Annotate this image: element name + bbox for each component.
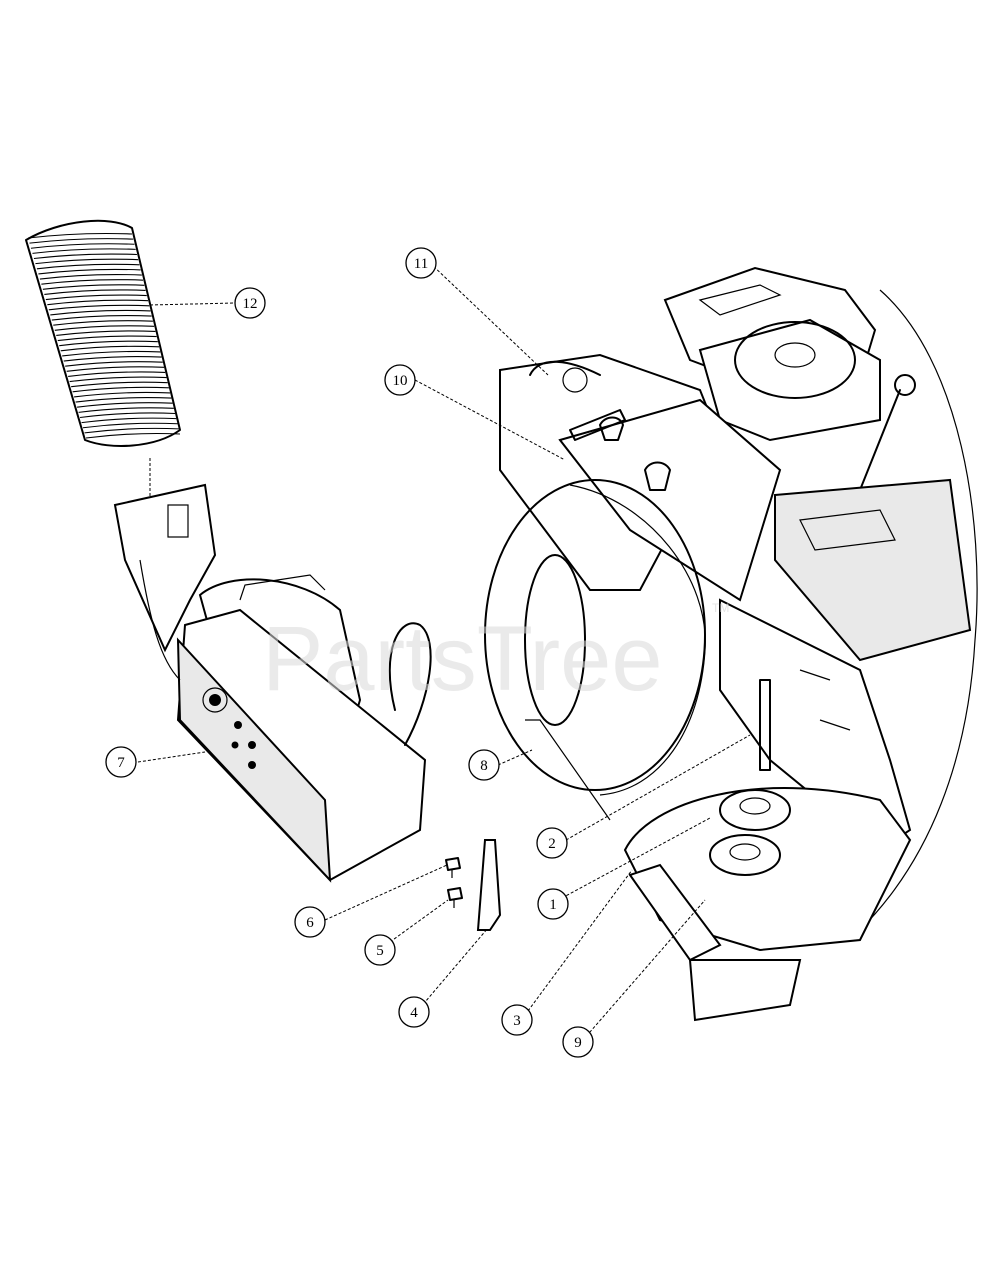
hose-rib	[39, 273, 142, 280]
hose-rib	[59, 340, 158, 347]
callout-leaders	[137, 262, 751, 1041]
callout-label: 4	[410, 1005, 418, 1021]
hose-rib	[48, 304, 150, 311]
hose-part-12	[25, 219, 181, 500]
hose-rib	[74, 391, 171, 398]
hose-rib	[62, 350, 161, 357]
hose-rib	[81, 417, 177, 424]
callout-label: 12	[243, 296, 258, 312]
hose-rib	[84, 427, 179, 434]
hose-rib	[75, 397, 172, 403]
hose-rib	[71, 381, 168, 388]
hose-rib	[82, 422, 178, 429]
watermark: PartsTree TM	[262, 601, 729, 710]
callout-label: 9	[574, 1035, 582, 1051]
hose-rib	[63, 356, 162, 362]
callout-3[interactable]: 3	[501, 1004, 533, 1036]
small-hardware-parts-4-5-6	[445, 839, 502, 931]
hose-rib	[79, 412, 176, 419]
callout-2[interactable]: 2	[536, 827, 568, 859]
callout-label: 7	[117, 755, 125, 771]
callout-label: 3	[513, 1013, 521, 1029]
hose-rib	[47, 299, 149, 306]
hose-rib	[42, 284, 145, 290]
hose-rib	[65, 361, 163, 367]
callout-9[interactable]: 9	[562, 1026, 594, 1058]
callout-label: 1	[549, 897, 557, 913]
blower-housing-part-7	[113, 483, 432, 883]
hose-rib	[77, 402, 173, 408]
callout-6[interactable]: 6	[294, 906, 326, 938]
hose-rib	[30, 243, 135, 249]
hose-rib	[56, 330, 156, 336]
hose-rib	[35, 258, 139, 265]
hose-rib	[57, 335, 157, 342]
callout-5[interactable]: 5	[364, 934, 396, 966]
hose-rib	[66, 366, 165, 372]
hose-rib	[44, 289, 146, 295]
hose-rib	[60, 345, 160, 352]
hose-rib	[36, 263, 140, 270]
hose-rib	[69, 376, 167, 383]
callout-label: 6	[306, 915, 314, 931]
hose-rib	[41, 279, 144, 285]
hose-rib	[33, 253, 137, 260]
watermark-text: PartsTree	[262, 608, 662, 710]
hose-rib	[78, 407, 174, 413]
callout-11[interactable]: 11	[405, 247, 437, 279]
hose-rib	[54, 325, 155, 331]
callout-8[interactable]: 8	[468, 749, 500, 781]
rear-tire	[484, 479, 706, 796]
callout-10[interactable]: 10	[384, 364, 416, 396]
hose-rib	[72, 386, 169, 393]
callout-label: 8	[480, 758, 488, 774]
callout-1[interactable]: 1	[537, 888, 569, 920]
callout-4[interactable]: 4	[398, 996, 430, 1028]
hose-rib	[68, 371, 166, 378]
hose-rib	[51, 315, 152, 321]
callout-label: 5	[376, 943, 384, 959]
hose-rib	[53, 320, 153, 326]
frame-circle	[859, 289, 978, 931]
hose-rib	[45, 294, 147, 301]
hose-rib	[50, 309, 151, 316]
hose-rib	[85, 432, 181, 439]
callout-label: 10	[393, 373, 408, 389]
callout-7[interactable]: 7	[105, 746, 137, 778]
hose-rib	[38, 268, 141, 275]
hose-rib	[27, 232, 133, 239]
hose-rib	[32, 248, 136, 254]
callout-label: 2	[548, 836, 556, 852]
tractor-engine-assembly	[499, 266, 972, 852]
watermark-trademark: TM	[712, 601, 729, 615]
hose-rib	[29, 238, 134, 244]
callout-12[interactable]: 12	[234, 287, 266, 319]
callout-label: 11	[414, 256, 428, 272]
